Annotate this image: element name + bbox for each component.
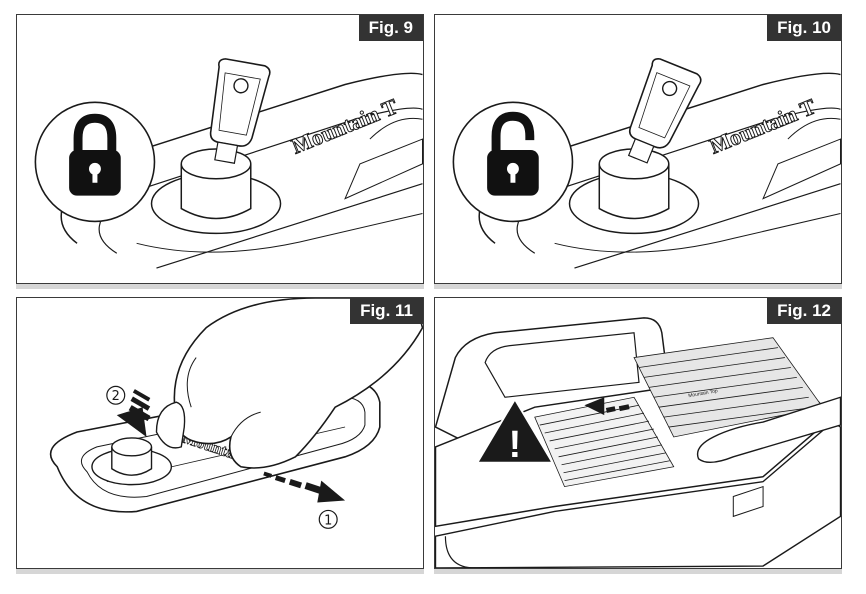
press-arrow-icon	[116, 389, 151, 437]
figure-11-panel: Mountain 2 1 Fig. 11	[16, 297, 424, 569]
step-1-number: 1	[324, 513, 332, 528]
hand-illustration	[173, 298, 423, 469]
slide-arrow-icon	[263, 471, 346, 503]
figure-9-shadow	[16, 284, 424, 289]
warning-triangle-icon	[476, 398, 554, 464]
rail-brand-text: Mountain T	[706, 94, 819, 158]
rolling-cover	[534, 337, 824, 488]
figure-10-illustration: Mountain T	[452, 58, 841, 269]
figure-10-shadow	[434, 284, 842, 289]
figure-9-panel: Mountain T Fig. 9	[16, 14, 424, 284]
unlocked-padlock-icon	[487, 111, 539, 196]
figure-9-illustration: Mountain T	[34, 58, 423, 269]
key-icon	[627, 58, 702, 164]
cover-brand-text: Mountain Top	[688, 388, 718, 399]
push-arrow-icon	[584, 397, 630, 416]
step-2-badge	[106, 385, 126, 405]
figure-12-illustration: Mountain Top !	[435, 317, 841, 568]
figure-9-label: Fig. 9	[358, 15, 423, 41]
figure-11-shadow	[16, 569, 424, 574]
figure-11-illustration: Mountain 2 1	[49, 298, 423, 529]
figure-10-panel: Mountain T Fig. 10	[434, 14, 842, 284]
figure-12-panel: Mountain Top ! Fig. 12	[434, 297, 842, 569]
step-1-badge	[318, 509, 338, 529]
rail-brand-text: Mountain T	[288, 94, 401, 158]
arm-illustration	[696, 396, 841, 463]
lock-button	[111, 437, 153, 457]
key-icon	[209, 58, 271, 164]
warning-symbol: !	[509, 423, 522, 465]
step-2-number: 2	[112, 389, 120, 404]
figure-10-label: Fig. 10	[767, 15, 841, 41]
figure-11-label: Fig. 11	[350, 298, 423, 324]
figure-12-shadow	[434, 569, 842, 574]
locked-padlock-icon	[69, 113, 121, 196]
figure-12-label: Fig. 12	[767, 298, 841, 324]
